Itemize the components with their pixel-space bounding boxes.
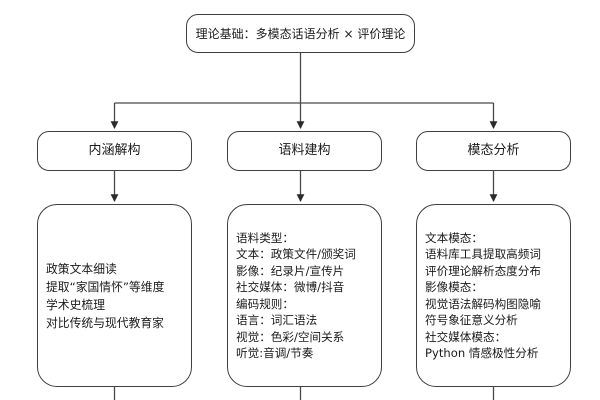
detail-line: 政策文本细读 bbox=[46, 261, 117, 276]
detail-line: 听觉:音调/节奏 bbox=[236, 346, 314, 360]
detail-line: Python 情感极性分析 bbox=[425, 346, 539, 360]
detail-line: 视觉语法解码构图隐喻 bbox=[425, 296, 541, 311]
node-stage-modality-analysis[interactable]: 模态分析 bbox=[416, 131, 571, 171]
detail-line: 符号象征意义分析 bbox=[425, 313, 518, 327]
node-stage-2-label: 模态分析 bbox=[467, 143, 520, 159]
detail-line: 影像：纪录片/宣传片 bbox=[236, 263, 345, 278]
node-stage-connotation-deconstruction[interactable]: 内涵解构 bbox=[37, 131, 192, 171]
node-detail-corpus-construction[interactable]: 语料类型： 文本：政策文件/颁奖词 影像：纪录片/宣传片 社交媒体：微博/抖音 … bbox=[227, 204, 382, 387]
node-detail-modality-analysis[interactable]: 文本模态： 语料库工具提取高频词 评价理论解析态度分布 影像模态： 视觉语法解码… bbox=[416, 204, 571, 387]
node-stage-0-label: 内涵解构 bbox=[88, 143, 141, 159]
node-detail-0-lines: 政策文本细读 提取“家国情怀”等维度 学术史梳理 对比传统与现代教育家 bbox=[46, 260, 185, 332]
detail-line: 语料库工具提取高频词 bbox=[425, 247, 541, 261]
detail-line: 对比传统与现代教育家 bbox=[46, 315, 164, 330]
detail-line: 学术史梳理 bbox=[46, 297, 105, 312]
node-stage-1-label: 语料建构 bbox=[278, 143, 331, 159]
detail-line: 社交媒体：微博/抖音 bbox=[236, 280, 345, 294]
node-detail-2-lines: 文本模态： 语料库工具提取高频词 评价理论解析态度分布 影像模态： 视觉语法解码… bbox=[425, 230, 564, 362]
node-detail-connotation-deconstruction[interactable]: 政策文本细读 提取“家国情怀”等维度 学术史梳理 对比传统与现代教育家 bbox=[37, 204, 192, 387]
detail-line: 评价理论解析态度分布 bbox=[425, 263, 541, 278]
node-root[interactable]: 理论基础：多模态话语分析 × 评价理论 bbox=[186, 14, 415, 53]
detail-line: 影像模态： bbox=[425, 280, 483, 294]
node-detail-1-lines: 语料类型： 文本：政策文件/颁奖词 影像：纪录片/宣传片 社交媒体：微博/抖音 … bbox=[236, 230, 375, 362]
detail-line: 社交媒体模态： bbox=[425, 329, 507, 344]
detail-line: 文本：政策文件/颁奖词 bbox=[236, 247, 356, 261]
detail-line: 编码规则： bbox=[236, 296, 294, 311]
detail-line: 提取“家国情怀”等维度 bbox=[46, 279, 165, 294]
detail-line: 视觉：色彩/空间关系 bbox=[236, 329, 345, 344]
node-stage-corpus-construction[interactable]: 语料建构 bbox=[227, 131, 382, 171]
detail-line: 文本模态： bbox=[425, 230, 483, 245]
detail-line: 语言：词汇语法 bbox=[236, 313, 318, 327]
node-root-label: 理论基础：多模态话语分析 × 评价理论 bbox=[195, 26, 406, 41]
detail-line: 语料类型： bbox=[236, 230, 294, 245]
